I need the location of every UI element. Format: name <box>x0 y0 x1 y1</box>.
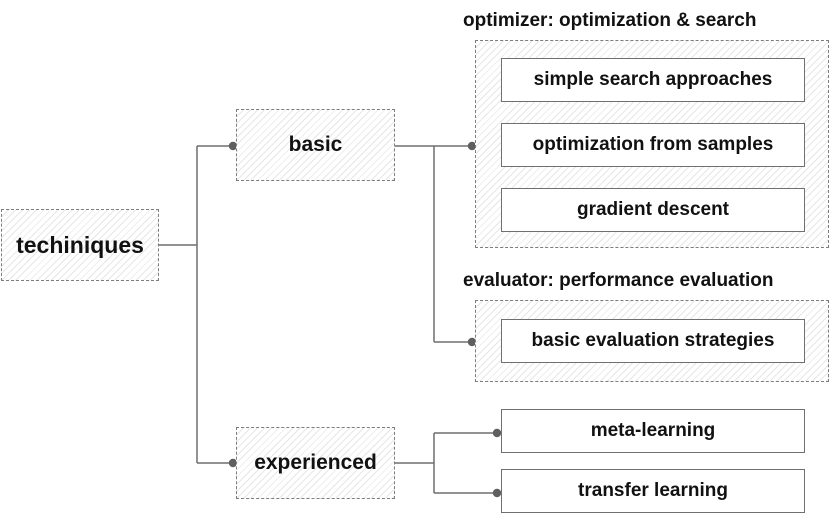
root-node-label: techiniques <box>16 231 144 258</box>
leaf-simple-search-approaches: simple search approaches <box>501 58 805 102</box>
branch-node-experienced: experienced <box>236 427 395 499</box>
connector-dot-experienced <box>228 458 238 468</box>
connector-dot-optimizer <box>467 141 477 151</box>
branch-node-basic-label: basic <box>288 133 343 156</box>
leaf-optimization-from-samples: optimization from samples <box>501 123 805 167</box>
leaf-label: optimization from samples <box>532 134 774 155</box>
leaf-gradient-descent: gradient descent <box>501 188 805 232</box>
connector-dot-meta-learning <box>492 428 502 438</box>
branch-node-experienced-label: experienced <box>254 451 377 474</box>
leaf-label: basic evaluation strategies <box>531 330 775 351</box>
leaf-basic-evaluation-strategies: basic evaluation strategies <box>501 319 805 363</box>
leaf-transfer-learning: transfer learning <box>501 469 805 513</box>
connector-dot-basic <box>228 141 238 151</box>
leaf-label: meta-learning <box>590 420 716 441</box>
leaf-label: gradient descent <box>576 199 730 220</box>
leaf-label: transfer learning <box>578 480 728 501</box>
branch-node-basic: basic <box>236 109 395 181</box>
leaf-meta-learning: meta-learning <box>501 409 805 453</box>
evaluator-group-heading: evaluator: performance evaluation <box>463 270 774 291</box>
root-node: techiniques <box>1 209 159 281</box>
leaf-label: simple search approaches <box>533 69 773 90</box>
connector-dot-transfer-learning <box>492 488 502 498</box>
connector-dot-evaluator <box>467 337 477 347</box>
optimizer-group-heading: optimizer: optimization & search <box>463 10 757 31</box>
